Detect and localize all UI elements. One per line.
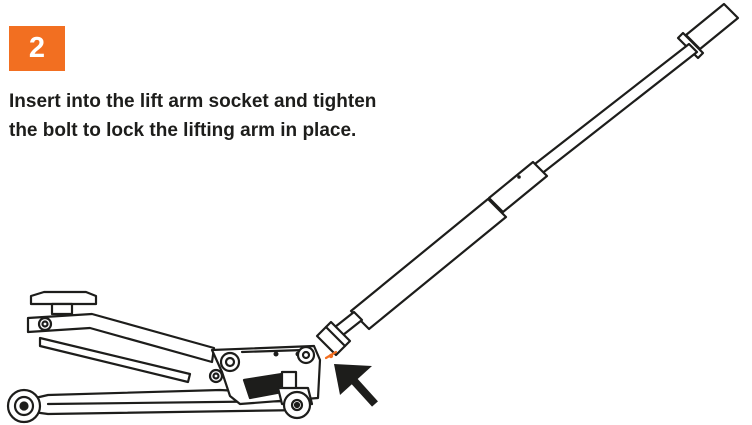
housing-bolt-small-inner	[212, 372, 220, 380]
saddle-pad	[29, 290, 98, 306]
handle-detent-dot	[517, 175, 521, 179]
housing-bolt-small	[208, 368, 224, 384]
jack-frame	[16, 344, 322, 416]
arm-pivot-front	[37, 316, 53, 332]
locking-bolt	[324, 350, 338, 360]
housing-seam	[240, 348, 306, 354]
front-wheel-hub	[19, 401, 29, 411]
lift-arm-lower-bar	[38, 336, 192, 384]
instruction-text: Insert into the lift arm socket and tigh…	[9, 91, 377, 141]
arrow-icon	[334, 364, 378, 407]
lift-arm-socket	[315, 320, 352, 357]
arrow-head	[334, 364, 372, 395]
arm-pivot-front-inner	[41, 320, 49, 328]
housing-rivet-a	[273, 351, 279, 357]
handle-grip-sleeve	[349, 197, 508, 331]
caster-wheel-axle	[293, 401, 301, 409]
rear-caster	[276, 386, 314, 420]
front-wheel	[6, 388, 42, 424]
socket-ring	[324, 325, 347, 348]
handle-upper-tube	[529, 42, 699, 177]
handle-middle-tube	[487, 160, 549, 214]
saddle-post	[50, 302, 74, 316]
lift-arm	[26, 312, 216, 364]
housing-bolt-large-inner	[224, 356, 236, 368]
handle-pivot-hub-inner	[301, 350, 311, 360]
handle-pivot-hub	[296, 345, 316, 365]
jack-lift-arm	[26, 290, 216, 384]
lifting-arm-handle	[315, 2, 740, 357]
housing-bolt-large	[219, 351, 241, 373]
step-number-badge: 2	[9, 26, 65, 71]
step-number: 2	[28, 32, 46, 64]
locking-bolt-head	[328, 353, 334, 359]
